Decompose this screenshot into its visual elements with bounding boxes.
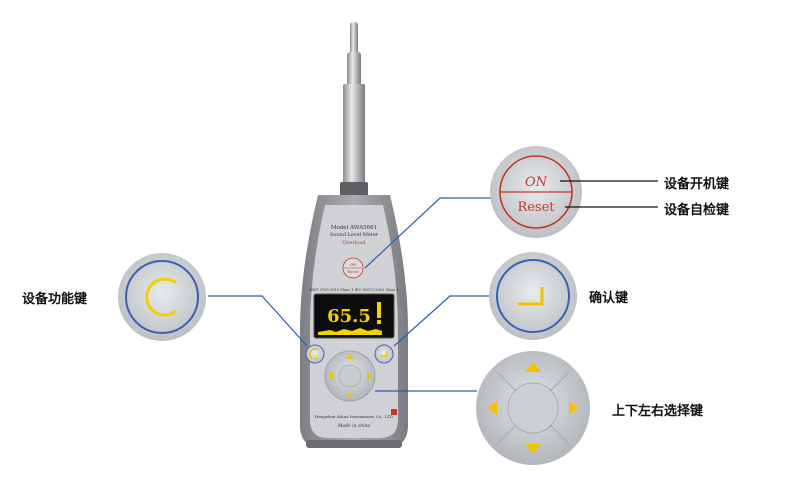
microphone [340, 22, 368, 196]
overload-indicator: Overload [342, 240, 366, 246]
confirm-key-label: 确认键 [589, 291, 629, 306]
brand-logo [391, 409, 397, 415]
self-check-key-label: 设备自检键 [664, 203, 730, 218]
made-in-text: Made in china [337, 423, 371, 429]
on-label: ON [525, 175, 548, 190]
device-function-button[interactable] [305, 344, 325, 364]
reset-label: Reset [517, 200, 555, 215]
direction-key-label: 上下左右选择键 [612, 404, 704, 419]
device-on-reset-button[interactable]: ON Reset [342, 257, 364, 279]
display-bar-indicator [377, 302, 381, 318]
sound-level-readout: 65.5 [327, 306, 371, 327]
right-arrow-icon[interactable] [569, 401, 579, 415]
zoom-function-button[interactable] [118, 253, 206, 341]
display-waveform [318, 328, 382, 335]
svg-text:ON: ON [350, 262, 357, 267]
callout-line-confirm [393, 295, 492, 347]
display-screen: 65.5 [313, 293, 395, 339]
callout-line-function [208, 295, 308, 347]
device-confirm-button[interactable] [374, 344, 394, 364]
standard-text: GB/T 3785-2010 Class 1 IEC 61672-2002 Cl… [309, 288, 398, 292]
device-type: Sound Level Meter [330, 232, 379, 238]
device-labels: Model AWA5661 Sound Level Meter Overload [330, 225, 379, 246]
up-arrow-icon[interactable] [525, 362, 541, 372]
callout-line-on-reset [364, 197, 495, 269]
zoom-on-reset-button[interactable]: ON Reset [490, 146, 582, 238]
device-model: Model AWA5661 [331, 225, 377, 231]
zoom-direction-pad[interactable] [476, 351, 590, 465]
power-key-label: 设备开机键 [664, 177, 730, 192]
zoom-confirm-button[interactable] [489, 252, 577, 340]
down-arrow-icon[interactable] [525, 444, 541, 454]
svg-text:Reset: Reset [347, 269, 359, 274]
left-arrow-icon[interactable] [487, 401, 497, 415]
device-direction-pad[interactable] [324, 350, 376, 402]
function-key-label: 设备功能键 [22, 292, 88, 307]
maker-text: Hangzhou Aihua Instruments Co., LTD [315, 414, 393, 419]
callout-lines [208, 197, 495, 392]
